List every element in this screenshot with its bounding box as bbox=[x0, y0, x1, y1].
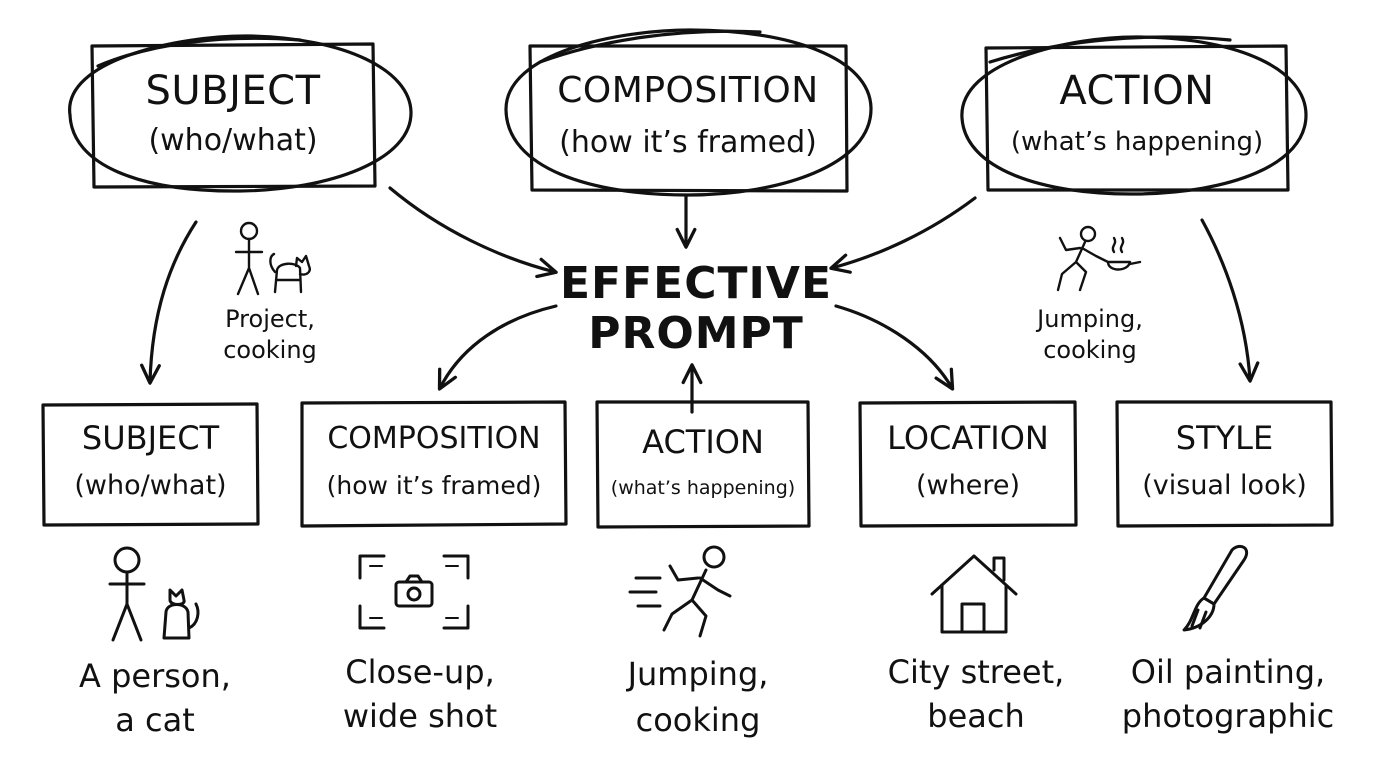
example-style-line2: photographic bbox=[1121, 697, 1335, 735]
bottom-composition-title: COMPOSITION bbox=[327, 421, 541, 456]
top-subject-subtitle: (who/what) bbox=[148, 123, 318, 158]
example-action-line2: cooking bbox=[635, 701, 761, 739]
example-subject-line1: A person, bbox=[79, 657, 231, 695]
bottom-subject-frame bbox=[41, 402, 260, 527]
arrow-subject-to-prompt bbox=[388, 186, 558, 279]
note-left-line1: Project, bbox=[225, 305, 315, 333]
paintbrush-icon bbox=[1182, 544, 1249, 632]
bottom-composition-subtitle: (how it’s framed) bbox=[326, 471, 542, 500]
example-composition-line2: wide shot bbox=[342, 697, 498, 735]
bottom-action-subtitle: (what’s happening) bbox=[610, 477, 796, 499]
bottom-location-frame bbox=[858, 400, 1078, 528]
running-person-icon bbox=[628, 545, 732, 638]
center-prompt-line2: PROMPT bbox=[588, 308, 804, 359]
bottom-person-cat-icon bbox=[108, 546, 200, 642]
top-composition-subtitle: (how it’s framed) bbox=[559, 125, 817, 160]
bottom-style-title: STYLE bbox=[1175, 419, 1274, 457]
arrow-action-to-prompt bbox=[829, 196, 977, 274]
example-subject-line2: a cat bbox=[115, 701, 195, 739]
top-composition-title: COMPOSITION bbox=[557, 70, 819, 111]
house-icon bbox=[930, 554, 1018, 634]
example-composition-line1: Close-up, bbox=[345, 653, 495, 691]
arrow-top-action-down bbox=[1200, 218, 1260, 383]
bottom-composition-frame bbox=[300, 400, 568, 528]
top-action-title: ACTION bbox=[1059, 68, 1215, 114]
bottom-action-title: ACTION bbox=[642, 423, 764, 461]
camera-frame-icon bbox=[358, 554, 470, 630]
top-action-subtitle: (what’s happening) bbox=[1010, 127, 1264, 157]
bottom-style-subtitle: (visual look) bbox=[1142, 470, 1307, 501]
top-subject-frame bbox=[68, 34, 413, 193]
arrow-top-subject-down bbox=[140, 220, 198, 385]
note-left-line2: cooking bbox=[223, 336, 317, 364]
bottom-location-title: LOCATION bbox=[887, 419, 1049, 457]
note-right-line1: Jumping, bbox=[1037, 305, 1143, 333]
top-action-frame bbox=[960, 35, 1308, 196]
runner-pan-icon bbox=[1056, 225, 1142, 292]
bottom-subject-subtitle: (who/what) bbox=[74, 470, 227, 501]
bottom-subject-title: SUBJECT bbox=[81, 419, 220, 457]
example-location-line1: City street, bbox=[887, 653, 1065, 691]
example-style-line1: Oil painting, bbox=[1130, 653, 1326, 691]
bottom-action-frame bbox=[595, 400, 811, 529]
example-action-line1: Jumping, bbox=[627, 655, 769, 693]
arrow-prompt-to-composition bbox=[437, 304, 558, 391]
bottom-location-subtitle: (where) bbox=[916, 470, 1020, 501]
person-cat-icon bbox=[234, 221, 311, 296]
example-location-line2: beach bbox=[927, 697, 1025, 735]
arrow-prompt-to-location bbox=[834, 304, 955, 391]
note-right-line2: cooking bbox=[1043, 336, 1137, 364]
top-composition-frame bbox=[504, 28, 873, 197]
bottom-style-frame bbox=[1115, 400, 1334, 528]
top-subject-title: SUBJECT bbox=[145, 68, 321, 114]
center-prompt-line1: EFFECTIVE bbox=[559, 258, 832, 309]
